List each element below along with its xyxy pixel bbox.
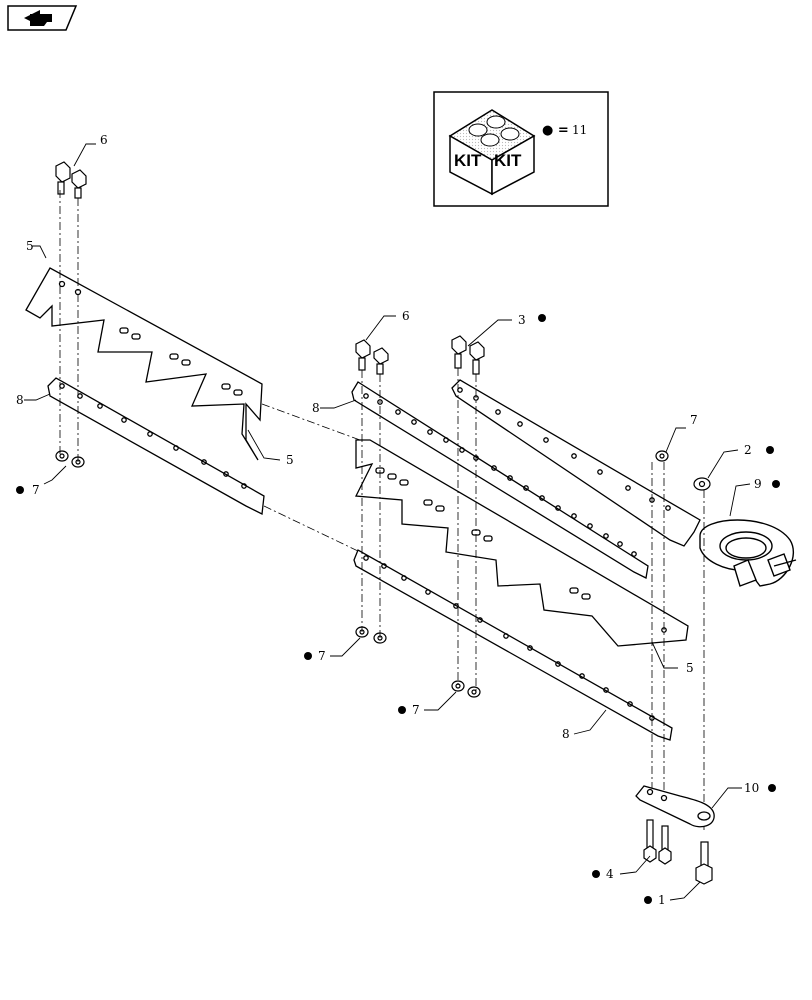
kit-label-right: KIT <box>494 151 522 170</box>
callout-8b: 8 <box>312 401 320 415</box>
back-arrow-icon[interactable] <box>7 5 78 31</box>
callout-9: 9 <box>754 477 762 491</box>
kit-label-left: KIT <box>454 151 482 170</box>
callout-3: 3 <box>518 313 526 327</box>
callout-dots <box>16 126 780 904</box>
callout-2: 2 <box>744 443 752 457</box>
callout-7a: 7 <box>32 483 40 497</box>
knife-section-left <box>25 267 263 461</box>
callout-6a: 6 <box>100 133 108 147</box>
callout-7c: 7 <box>318 649 326 663</box>
bolts-left <box>55 161 87 199</box>
clamp-head <box>699 519 797 587</box>
callout-8c: 8 <box>562 727 570 741</box>
kit-icon <box>448 109 536 196</box>
callout-5c: 5 <box>686 661 694 675</box>
callouts <box>24 143 751 901</box>
callout-8a: 8 <box>16 393 24 407</box>
kit-box: KIT KIT ● = 11 <box>433 91 609 207</box>
knife-head-bar <box>451 379 701 547</box>
callout-7d: 7 <box>412 703 420 717</box>
kit-legend-ref: 11 <box>572 123 587 137</box>
center-lines-left <box>59 190 361 553</box>
callout-7b: 7 <box>690 413 698 427</box>
center-lines-middle <box>361 368 705 830</box>
bolts-bottom <box>643 819 713 885</box>
knife-back-bar-upper <box>351 381 649 579</box>
hold-down-plate <box>635 785 715 828</box>
callout-5a: 5 <box>26 239 34 253</box>
knife-section-middle <box>354 439 689 647</box>
knife-back-bar-left <box>47 377 265 515</box>
callout-5b: 5 <box>286 453 294 467</box>
callout-1: 1 <box>658 893 666 907</box>
bolts-middle <box>355 335 485 375</box>
knife-back-bar-lower <box>353 549 673 741</box>
callout-10: 10 <box>744 781 759 795</box>
callout-4: 4 <box>606 867 614 881</box>
callout-6b: 6 <box>402 309 410 323</box>
callout-labels: 6 5 8 7 5 6 3 8 7 2 9 5 7 7 8 10 4 1 <box>16 133 762 907</box>
